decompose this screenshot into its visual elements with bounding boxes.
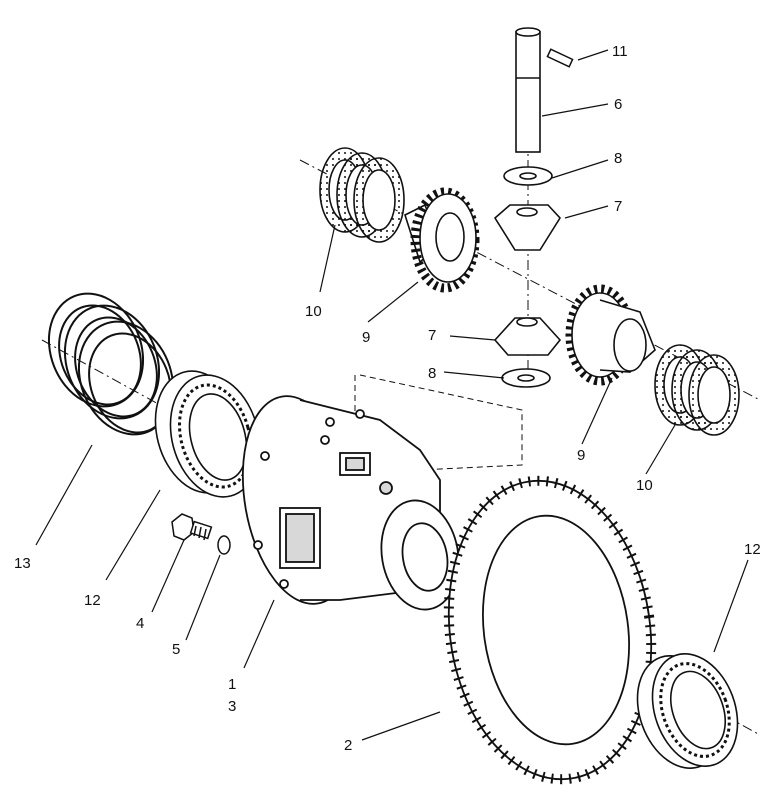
callout-12-left: 12 — [84, 592, 101, 609]
callout-1: 1 — [228, 676, 237, 693]
callout-5: 5 — [172, 641, 181, 658]
callout-13: 13 — [14, 555, 31, 572]
part-10-clutch-discs-left — [319, 147, 405, 243]
part-4-bolt — [171, 513, 213, 541]
part-9-side-gear-lower — [565, 284, 656, 386]
callout-8-upper: 8 — [614, 150, 623, 167]
callout-7-lower: 7 — [428, 327, 437, 344]
part-12-bearing-left — [154, 370, 261, 498]
callout-8-lower: 8 — [428, 365, 437, 382]
part-2-ring-gear — [443, 475, 657, 785]
part-8-thrust-washers — [501, 166, 553, 388]
callout-7-upper: 7 — [614, 198, 623, 215]
callout-10-right: 10 — [636, 477, 653, 494]
callout-11: 11 — [612, 43, 628, 60]
hidden-lines — [354, 374, 523, 471]
callout-12-right: 12 — [744, 541, 761, 558]
callout-10-left: 10 — [305, 303, 322, 320]
callout-3: 3 — [228, 698, 237, 715]
callout-9-upper: 9 — [362, 329, 371, 346]
part-6-pinion-shaft — [515, 27, 541, 153]
part-5-washer — [217, 535, 231, 555]
part-13-seal-rings — [47, 292, 175, 436]
callout-6: 6 — [614, 96, 623, 113]
part-1-differential-case — [241, 395, 460, 611]
leader-lines — [35, 49, 749, 741]
callout-2: 2 — [344, 737, 353, 754]
callout-4: 4 — [136, 615, 145, 632]
callout-9-lower: 9 — [577, 447, 586, 464]
part-12-bearing-right — [636, 653, 739, 769]
part-9-side-gear-upper — [404, 187, 480, 293]
part-10-clutch-discs-right — [654, 344, 740, 436]
part-7-pinion-gears — [493, 204, 562, 356]
part-11-lock-pin — [546, 48, 574, 68]
